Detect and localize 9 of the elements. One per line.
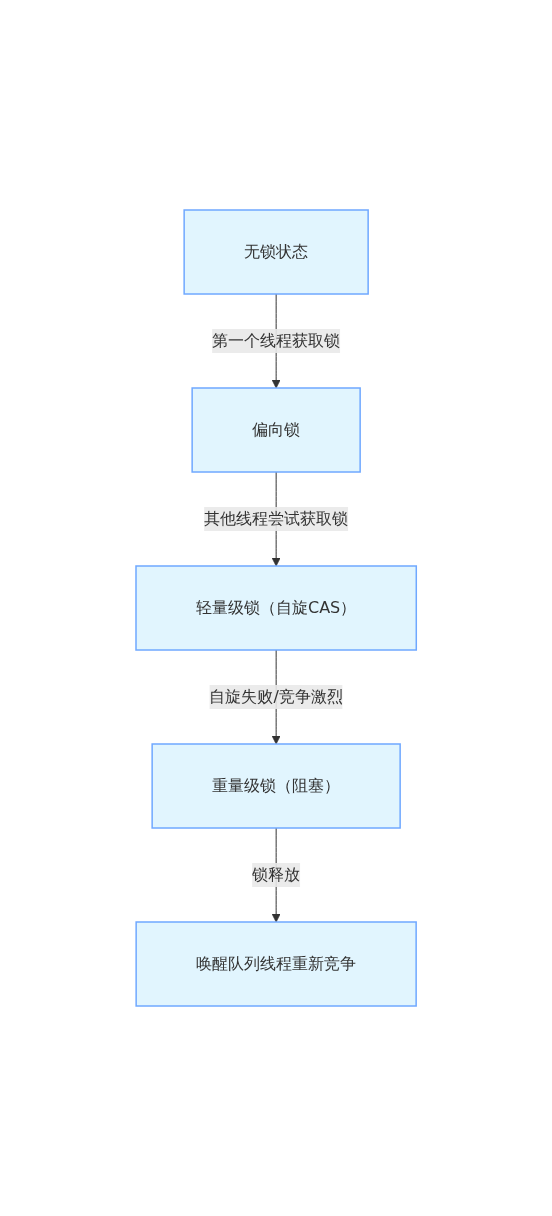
edge-label: 自旋失败/竞争激烈: [209, 687, 343, 706]
edge-label: 第一个线程获取锁: [212, 331, 340, 350]
edge-label: 锁释放: [252, 865, 300, 884]
node-box: 轻量级锁（自旋CAS）: [135, 565, 417, 651]
node-box: 无锁状态: [183, 209, 369, 295]
node-box: 唤醒队列线程重新竞争: [135, 921, 417, 1007]
node-box: 偏向锁: [191, 387, 361, 473]
edge-label: 其他线程尝试获取锁: [204, 509, 348, 528]
node-box: 重量级锁（阻塞）: [151, 743, 401, 829]
